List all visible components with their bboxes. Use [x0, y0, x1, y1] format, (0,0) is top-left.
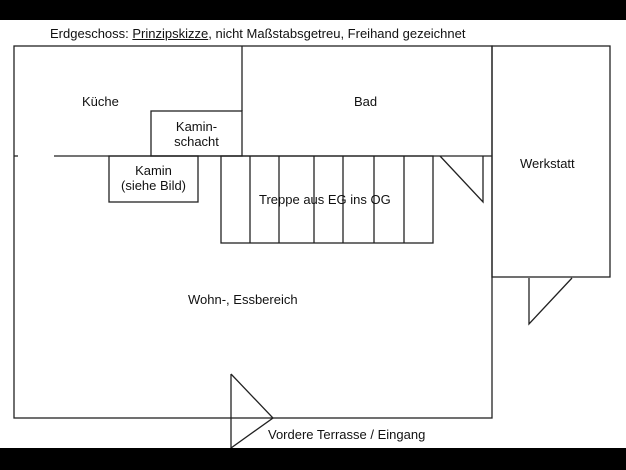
door-swing-entrance-leaf — [230, 373, 274, 448]
caption-suffix: , nicht Maßstabsgetreu, Freihand gezeich… — [208, 26, 466, 41]
label-kaminschacht-line2: schacht — [174, 134, 219, 149]
label-werkstatt: Werkstatt — [520, 156, 575, 171]
label-kamin-line2: (siehe Bild) — [120, 178, 187, 193]
label-kamin-line1: Kamin — [135, 163, 172, 178]
label-kaminschacht-line1: Kamin- — [175, 119, 218, 134]
door-swing-bad — [439, 155, 484, 204]
floor-plan-canvas: Erdgeschoss: Prinzipskizze, nicht Maßsta… — [0, 20, 626, 448]
floor-plan-drawing — [13, 45, 611, 448]
label-kamin: Kamin (siehe Bild) — [109, 163, 198, 193]
label-bad: Bad — [354, 94, 378, 109]
label-kueche: Küche — [82, 94, 119, 109]
label-wohnbereich: Wohn-, Essbereich — [188, 292, 298, 307]
caption-underlined: Prinzipskizze — [132, 26, 209, 41]
werkstatt-room — [491, 45, 611, 278]
label-kaminschacht: Kamin- schacht — [151, 119, 242, 149]
label-treppe: Treppe aus EG ins OG — [259, 192, 391, 207]
staircase-outline — [220, 155, 434, 244]
door-swing-werkstatt — [528, 277, 573, 326]
plan-caption: Erdgeschoss: Prinzipskizze, nicht Maßsta… — [50, 26, 466, 41]
label-terrasse: Vordere Terrasse / Eingang — [268, 427, 426, 442]
kamin-box — [108, 155, 199, 203]
caption-prefix: Erdgeschoss: — [50, 26, 133, 41]
staircase-steps — [249, 156, 405, 243]
